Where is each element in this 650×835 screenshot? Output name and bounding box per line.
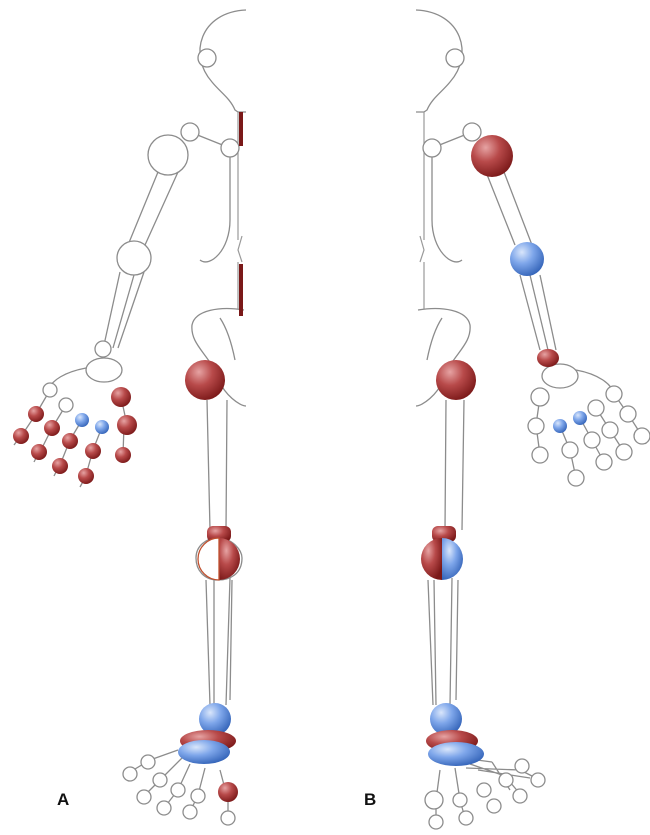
thumb-cmc-b — [531, 388, 549, 406]
shoulder-joint-b — [471, 135, 513, 177]
toe-joint-a — [171, 783, 185, 797]
dip-red-a — [78, 468, 94, 484]
toe-joint-a — [153, 773, 167, 787]
mcp-blue-b — [553, 419, 567, 433]
spine-marker-cervical-a — [239, 112, 243, 146]
toe-joint-b — [453, 793, 467, 807]
finger-joint-b — [568, 470, 584, 486]
finger-joint-b — [616, 444, 632, 460]
finger-joint-b — [596, 454, 612, 470]
finger-joint-b — [584, 432, 600, 448]
finger-joint-b — [562, 442, 578, 458]
toe-joint-b — [487, 799, 501, 813]
thumb-ip-a — [115, 447, 131, 463]
toe-joint-a — [191, 789, 205, 803]
toe-joint-b — [499, 773, 513, 787]
panel-label-a: A — [57, 790, 69, 810]
finger-joint-b — [620, 406, 636, 422]
mcp-blue-a — [75, 413, 89, 427]
sternoclavicular-a — [221, 139, 239, 157]
pip-red-a — [44, 420, 60, 436]
wrist-carpals-a — [86, 358, 122, 382]
ankle-joint-b — [430, 703, 462, 735]
toe-joint-a — [141, 755, 155, 769]
panel-label-b: B — [364, 790, 376, 810]
thumb-ip-b — [532, 447, 548, 463]
sternoclavicular-b — [423, 139, 441, 157]
toe-joint-a — [221, 811, 235, 825]
pip-red-a — [28, 406, 44, 422]
toe-joint-a — [157, 801, 171, 815]
toe-joint-a — [123, 767, 137, 781]
finger-joint-b — [602, 422, 618, 438]
mcp-blue-b — [573, 411, 587, 425]
tmj-b — [446, 49, 464, 67]
toe-joint-b — [425, 791, 443, 809]
toe-joint-a — [137, 790, 151, 804]
dip-red-a — [52, 458, 68, 474]
toe-joint-b — [513, 789, 527, 803]
finger-joint-b — [606, 386, 622, 402]
finger-joint-a — [59, 398, 73, 412]
torso-curve-a — [200, 150, 230, 262]
toe-joint-b — [531, 773, 545, 787]
finger-joint-b — [588, 400, 604, 416]
knee-joint-blue-half-b — [442, 538, 463, 580]
elbow-joint-a — [117, 241, 151, 275]
midfoot-joint-a — [178, 740, 230, 764]
acromion-b — [463, 123, 481, 141]
dip-red-a — [13, 428, 29, 444]
ulna-head-a — [95, 341, 111, 357]
hip-joint-b — [436, 360, 476, 400]
mcp-blue-a — [95, 420, 109, 434]
shoulder-joint-a — [148, 135, 188, 175]
dip-red-a — [31, 444, 47, 460]
elbow-joint-b — [510, 242, 544, 276]
toe-joint-b — [515, 759, 529, 773]
thumb-mcp-b — [528, 418, 544, 434]
wrist-carpals-b — [542, 364, 578, 388]
toe-joint-b — [459, 811, 473, 825]
wrist-joint-b — [537, 349, 559, 367]
finger-joint-b — [634, 428, 650, 444]
toe-joint-b — [477, 783, 491, 797]
toe-joint-b — [429, 815, 443, 829]
thumb-mcp-a — [117, 415, 137, 435]
pip-red-a — [85, 443, 101, 459]
midfoot-joint-b — [428, 742, 484, 766]
pip-red-a — [62, 433, 78, 449]
tmj-a — [198, 49, 216, 67]
thumb-cmc-a — [111, 387, 131, 407]
panel-a-skeleton — [13, 10, 246, 825]
panel-b-skeleton — [416, 10, 650, 829]
hip-joint-a — [185, 360, 225, 400]
spine-marker-lumbar-a — [239, 264, 243, 316]
acromion-a — [181, 123, 199, 141]
knee-joint-red-half-b — [421, 538, 442, 580]
finger-joint-a — [43, 383, 57, 397]
big-toe-mtp-a — [218, 782, 238, 802]
toe-joint-a — [183, 805, 197, 819]
